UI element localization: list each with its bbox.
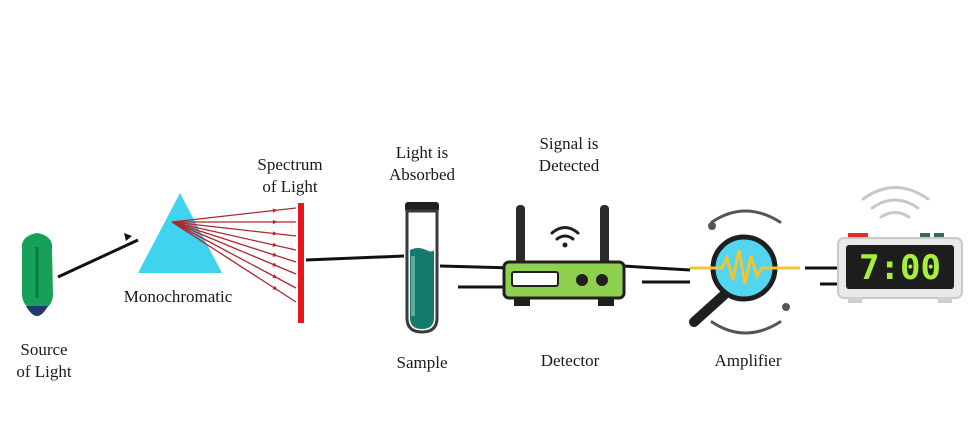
beam-source-to-prism	[57, 238, 139, 279]
detected-label: Signal is Detected	[523, 133, 615, 177]
spectrum-label: Spectrum of Light	[244, 154, 336, 198]
prism-icon	[138, 193, 222, 273]
light-ray-arrow-7	[272, 274, 278, 279]
wifi-icon	[550, 226, 580, 248]
source-label-line1: Source	[20, 340, 68, 359]
source-label: Source of Light	[4, 339, 84, 383]
absorbed-label: Light is Absorbed	[376, 142, 468, 186]
detector-label: Detector	[540, 351, 600, 370]
light-bulb-icon	[21, 233, 53, 316]
beam-arrow-icon	[124, 233, 132, 241]
dispersed-light-rays	[171, 207, 297, 303]
light-ray-arrow-1	[272, 208, 278, 213]
beam-spectrum-to-sample	[305, 254, 405, 262]
spectrum-screen	[298, 203, 304, 323]
digital-clock-icon: 7:00	[837, 186, 963, 303]
clock-time: 7:00	[859, 248, 941, 288]
light-ray-arrow-5	[272, 252, 278, 257]
absorbed-label-line2: Absorbed	[388, 165, 456, 184]
test-tube-icon	[405, 202, 439, 334]
light-path-lines	[57, 238, 848, 289]
monochromatic-label: Monochromatic	[123, 287, 233, 306]
absorbed-label-line1: Light is	[395, 143, 449, 162]
magnifier-icon	[689, 209, 800, 335]
light-ray-arrow-8	[272, 285, 278, 290]
beam-sample-to-detector-top	[439, 264, 513, 270]
source-label-line2: of Light	[16, 362, 72, 381]
spectrum-label-line1: Spectrum	[257, 155, 323, 174]
amplifier-label: Amplifier	[714, 351, 782, 370]
light-ray-arrow-2	[272, 219, 278, 225]
router-icon	[502, 205, 626, 306]
light-ray-arrow-4	[272, 242, 278, 247]
beam-detector-to-amplifier-top	[622, 264, 691, 272]
detected-label-line1: Signal is	[539, 134, 599, 153]
light-ray-arrow-3	[272, 231, 278, 236]
light-ray-arrow-6	[272, 262, 278, 267]
sample-label: Sample	[396, 353, 448, 372]
clock-alarm-waves	[861, 186, 930, 219]
detected-label-line2: Detected	[538, 156, 600, 175]
spectrum-label-line2: of Light	[262, 177, 318, 196]
